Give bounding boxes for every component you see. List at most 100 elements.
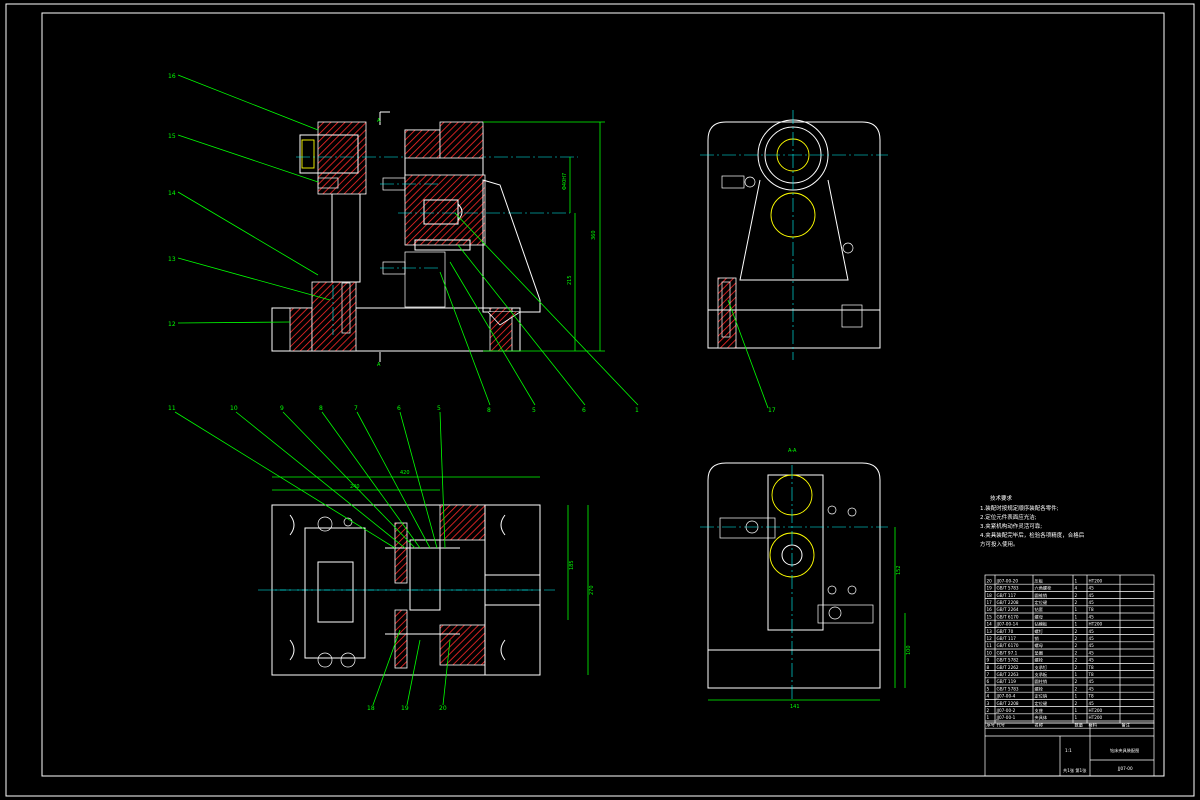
part-label-14: 14 — [168, 190, 176, 197]
bom-cell: GB/T 117 — [997, 593, 1017, 598]
bom-cell: 定位销 — [1035, 693, 1048, 700]
part-label-20: 20 — [439, 705, 447, 712]
bom-cell: 8 — [987, 665, 990, 670]
bom-cell: 6 — [987, 679, 990, 684]
bom-cell: 11 — [987, 643, 993, 648]
title-block-sheet: 共1张 第1张 — [1063, 767, 1087, 774]
bom-cell: 45 — [1089, 686, 1095, 691]
bom-cell: GB/T 2208 — [997, 701, 1019, 706]
bom-cell: GB/T 2208 — [997, 600, 1019, 605]
bom-cell: 4 — [1075, 586, 1078, 591]
bom-cell: 2 — [1075, 629, 1078, 634]
bom-cell: T8 — [1088, 607, 1095, 612]
top-view: 420 240 185 270 11 10 9 8 7 6 5 18 19 20 — [168, 405, 595, 712]
bom-cell: GB/T 6170 — [997, 643, 1019, 648]
bom-cell: 2 — [987, 708, 990, 713]
bom-cell: HT200 — [1089, 708, 1103, 713]
bom-cell: GB/T 119 — [997, 679, 1017, 684]
bom-cell: 45 — [1089, 586, 1095, 591]
bom-cell: 2 — [1075, 686, 1078, 691]
bom-cell: 16 — [987, 607, 993, 612]
part-label-10: 10 — [230, 405, 238, 412]
bom-cell: 45 — [1089, 636, 1095, 641]
bom-cell: 压板 — [1035, 577, 1044, 584]
dim-100: 100 — [906, 645, 912, 655]
bom-cell: 1 — [1075, 578, 1078, 583]
dim-phi40: Φ40H7 — [562, 173, 568, 190]
notes-title: 技术要求 — [990, 494, 1013, 502]
bom-cell: 销 — [1035, 635, 1039, 642]
bom-cell: 4 — [987, 694, 990, 699]
dim-240: 240 — [350, 484, 360, 490]
bom-cell: 夹具体 — [1035, 714, 1048, 721]
bom-cell: 18 — [987, 593, 993, 598]
part-label-16: 16 — [168, 73, 176, 80]
side-view: 17 — [700, 110, 888, 414]
part-label-11: 11 — [168, 405, 176, 412]
bom-cell: JJ07-00-14 — [996, 622, 1019, 627]
bom-header-cell: 序号 — [987, 721, 995, 728]
bom-cell: 2 — [1075, 600, 1078, 605]
bom-cell: GB/T 2262 — [997, 665, 1019, 670]
bom-cell: JJ07-00-20 — [996, 578, 1019, 583]
part-label-19: 19 — [401, 705, 409, 712]
bom-cell: 1 — [1075, 672, 1078, 677]
bom-cell: 1 — [1075, 715, 1078, 720]
bom-cell: 2 — [1075, 658, 1078, 663]
front-view: 360 215 Φ40H7 A A 16 15 14 13 12 8 5 6 1 — [168, 73, 639, 414]
bom-cell: JJ07-00-1 — [996, 715, 1016, 720]
bom-cell: GB/T 2264 — [997, 607, 1019, 612]
bom-cell: 1 — [1075, 622, 1078, 627]
bom-header-cell: 名称 — [1035, 721, 1043, 728]
bom-cell: 六角螺栓 — [1035, 585, 1053, 592]
section-mark-top: A — [377, 118, 381, 124]
bom-cell: 15 — [987, 614, 993, 619]
part-label-18: 18 — [367, 705, 375, 712]
part-label-7: 7 — [354, 405, 358, 412]
title-block: 钻床夹具装配图 JJ07-00 1:1 共1张 第1张 — [984, 722, 1155, 777]
bom-cell: 2 — [1075, 701, 1078, 706]
bom-cell: GB/T 5783 — [997, 686, 1019, 691]
bom-header-cell: 备注 — [1122, 721, 1131, 728]
bom-cell: GB/T 6170 — [997, 614, 1019, 619]
bom-cell: 定位键 — [1035, 700, 1048, 707]
part-label-8-front: 8 — [487, 407, 491, 414]
bom-header-cell: 材料 — [1089, 721, 1098, 728]
bom-cell: 1 — [1075, 694, 1078, 699]
part-label-9: 9 — [280, 405, 284, 412]
bom-cell: 1 — [1075, 607, 1078, 612]
bom-cell: 螺钉 — [1035, 628, 1044, 635]
bom-cell: 螺母 — [1035, 613, 1043, 620]
bom-cell: 1 — [987, 715, 990, 720]
bom-cell: 2 — [1075, 636, 1078, 641]
bom-cell: GB/T 70 — [997, 629, 1014, 634]
bom-cell: 2 — [1075, 679, 1078, 684]
bom-cell: 1 — [1075, 708, 1078, 713]
bom-cell: 45 — [1089, 593, 1095, 598]
bom-cell: HT200 — [1089, 578, 1103, 583]
note-line: 1.装配时按规定顺序装配各零件; — [980, 504, 1059, 512]
bom-cell: 45 — [1089, 600, 1095, 605]
dim-420: 420 — [400, 470, 410, 476]
bom-cell: 7 — [987, 672, 990, 677]
bom-cell: 5 — [987, 686, 990, 691]
part-label-12: 12 — [168, 321, 176, 328]
bom-cell: GB/T 97.1 — [997, 650, 1018, 655]
bom-cell: 支承板 — [1035, 671, 1048, 678]
bom-cell: 圆锥销 — [1035, 592, 1048, 599]
title-block-scale: 1:1 — [1065, 748, 1072, 753]
section-mark-bottom: A — [377, 362, 381, 368]
bom-cell: 3 — [987, 701, 990, 706]
bom-cell: 45 — [1089, 629, 1095, 634]
note-line: 2.定位元件表面应光洁; — [980, 513, 1037, 521]
sheet-border — [5, 3, 1195, 797]
bom-cell: 螺母 — [1035, 642, 1043, 649]
bom-cell: HT200 — [1089, 622, 1103, 627]
bom-cell: GB/T 2263 — [997, 672, 1019, 677]
part-label-6-top: 6 — [397, 405, 401, 412]
note-line: 3.夹紧机构动作灵活可靠; — [980, 522, 1042, 530]
bom-cell: 2 — [1075, 593, 1078, 598]
bom-cell: 螺栓 — [1035, 657, 1044, 664]
bom-cell: 45 — [1089, 658, 1095, 663]
